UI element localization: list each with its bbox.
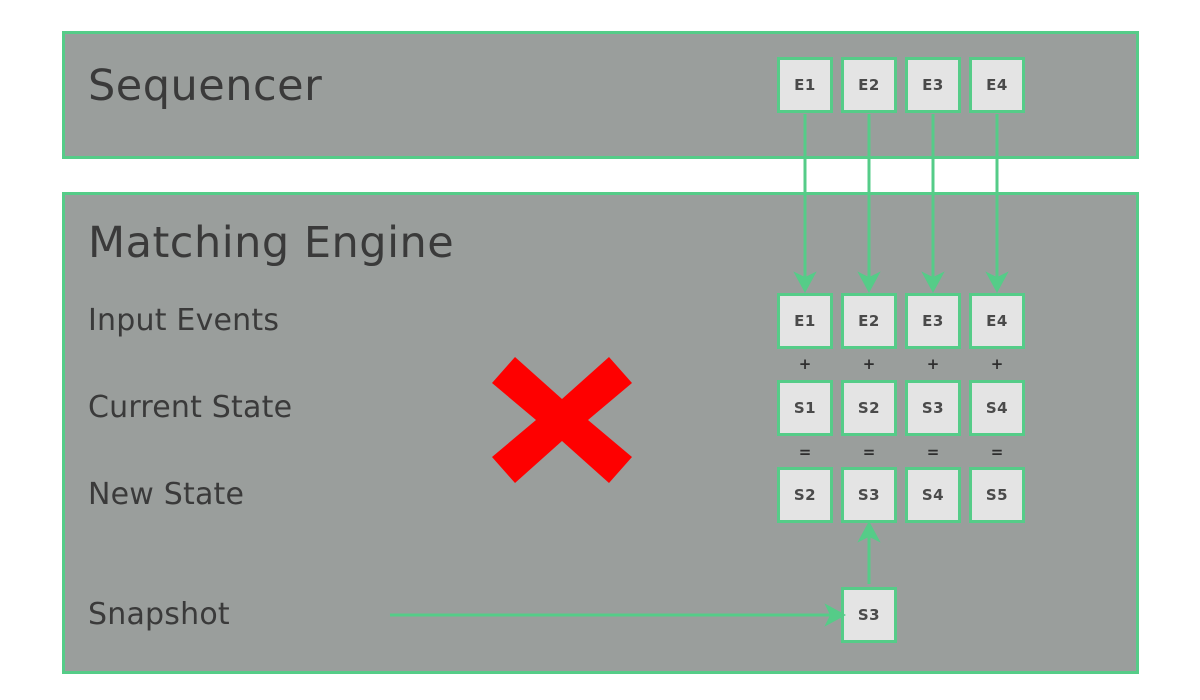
- current-state-cell-4[interactable]: S4: [969, 380, 1025, 436]
- sequencer-title: Sequencer: [88, 61, 323, 111]
- current-state-cell-1[interactable]: S1: [777, 380, 833, 436]
- equals-operator-4: =: [990, 443, 1004, 461]
- new-state-cell-3[interactable]: S4: [905, 467, 961, 523]
- row-label-new-state: New State: [88, 477, 245, 512]
- new-state-cell-1[interactable]: S2: [777, 467, 833, 523]
- plus-operator-2: +: [862, 355, 876, 373]
- row-label-input-events: Input Events: [88, 303, 280, 338]
- red-x-cross-icon: [492, 357, 632, 483]
- plus-operator-4: +: [990, 355, 1004, 373]
- row-label-current-state: Current State: [88, 390, 293, 425]
- sequencer-event-cell-1[interactable]: E1: [777, 57, 833, 113]
- plus-operator-3: +: [926, 355, 940, 373]
- new-state-cell-4[interactable]: S5: [969, 467, 1025, 523]
- new-state-cell-2[interactable]: S3: [841, 467, 897, 523]
- equals-operator-3: =: [926, 443, 940, 461]
- current-state-cell-2[interactable]: S2: [841, 380, 897, 436]
- current-state-cell-3[interactable]: S3: [905, 380, 961, 436]
- sequencer-event-cell-4[interactable]: E4: [969, 57, 1025, 113]
- equals-operator-2: =: [862, 443, 876, 461]
- snapshot-cell[interactable]: S3: [841, 587, 897, 643]
- input-event-cell-3[interactable]: E3: [905, 293, 961, 349]
- input-event-cell-2[interactable]: E2: [841, 293, 897, 349]
- row-label-snapshot: Snapshot: [88, 597, 230, 632]
- matching-engine-title: Matching Engine: [88, 218, 455, 268]
- equals-operator-1: =: [798, 443, 812, 461]
- sequencer-event-cell-2[interactable]: E2: [841, 57, 897, 113]
- input-event-cell-1[interactable]: E1: [777, 293, 833, 349]
- sequencer-event-cell-3[interactable]: E3: [905, 57, 961, 113]
- plus-operator-1: +: [798, 355, 812, 373]
- input-event-cell-4[interactable]: E4: [969, 293, 1025, 349]
